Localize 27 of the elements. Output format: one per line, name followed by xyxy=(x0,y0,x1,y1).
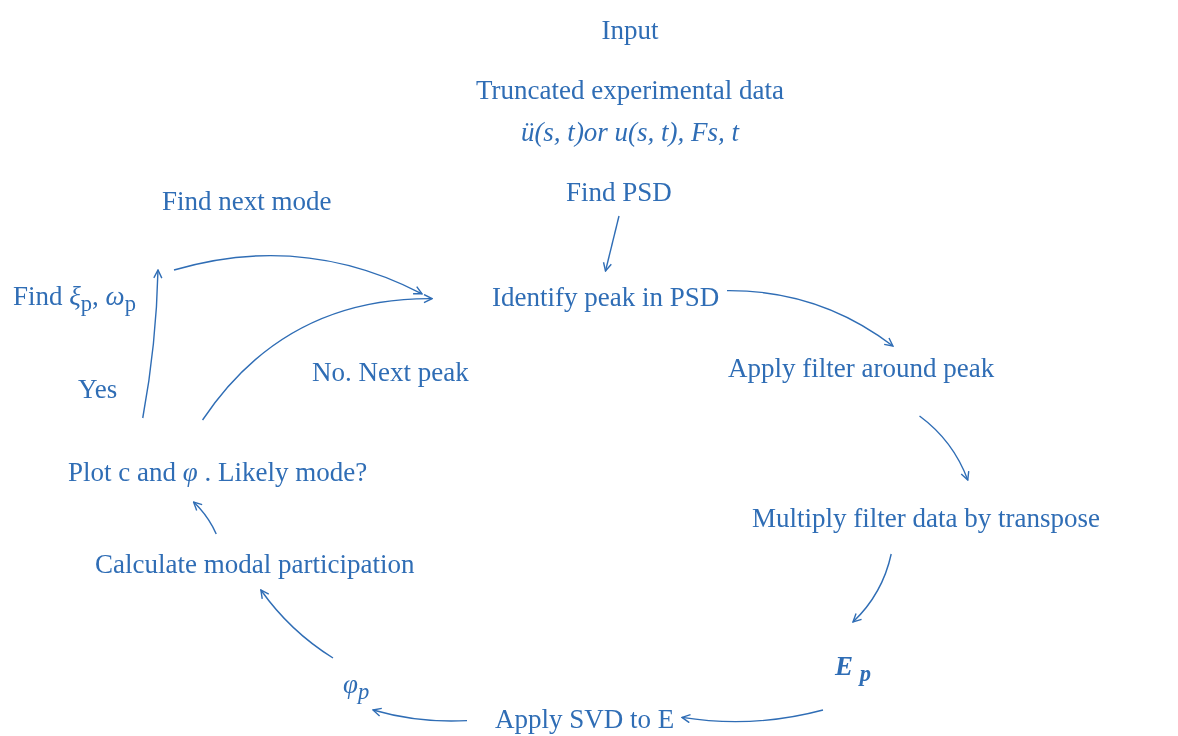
arrow xyxy=(602,215,620,272)
arrow xyxy=(852,553,892,623)
step-text: Plot c and φ . Likely mode? xyxy=(68,456,368,488)
arrow xyxy=(201,294,433,421)
arrow xyxy=(260,589,334,659)
text-label: Truncated experimental data xyxy=(476,74,784,106)
arrow xyxy=(173,255,423,295)
step-text: φ$_{p}$ xyxy=(343,668,370,709)
step-text: Identify peak in PSD xyxy=(492,281,720,313)
arrow xyxy=(372,707,468,722)
step-text: Find PSD xyxy=(566,176,672,208)
text-label: Input xyxy=(601,14,659,46)
step-text: Apply SVD to E xyxy=(495,703,675,735)
arrow xyxy=(192,501,217,535)
step-text: E $_{p}$ xyxy=(835,650,871,691)
arrow xyxy=(142,269,163,419)
edge-label: No. Next peak xyxy=(312,356,469,388)
arrow xyxy=(726,289,894,347)
edge-label: Find next mode xyxy=(162,185,332,217)
edge-label: Yes xyxy=(78,373,118,405)
arrow xyxy=(918,415,970,481)
step-text: Calculate modal participation xyxy=(95,548,415,580)
step-text: Find ξ$_{p}$, ω$_{p}$ xyxy=(13,280,136,321)
step-text: Apply filter around peak xyxy=(728,352,995,384)
arrow xyxy=(681,709,824,724)
step-text: Multiply filter data by transpose xyxy=(752,502,1100,534)
text-label: ü(s, t)or u(s, t), Fs, t xyxy=(520,116,740,148)
